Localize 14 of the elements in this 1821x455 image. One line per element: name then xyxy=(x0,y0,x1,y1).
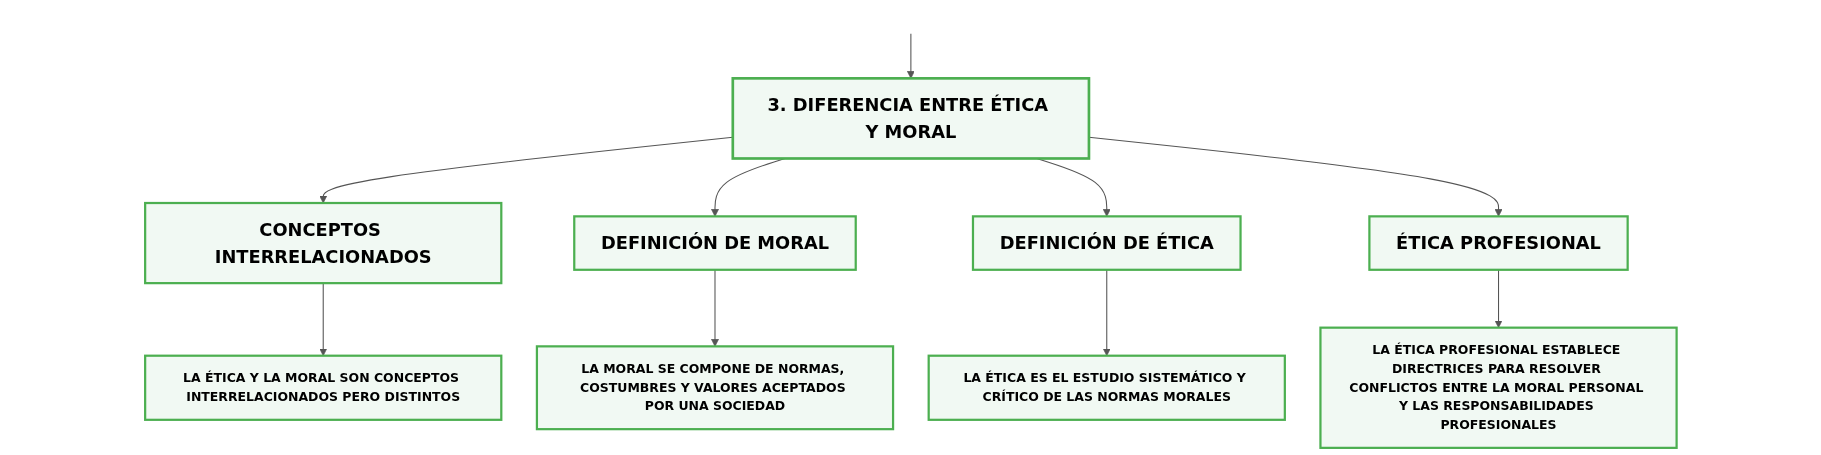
node-box: LA ÉTICA Y LA MORAL SON CONCEPTOS INTERRELACIONADOS PERO DISTINTOS xyxy=(143,354,503,421)
arrow xyxy=(318,136,733,204)
arrow xyxy=(1088,136,1503,217)
node-box: LA MORAL SE COMPONE DE NORMAS, COSTUMBRES Y VALORES ACEPTADOS POR UNA SOCIEDAD xyxy=(535,345,894,431)
node-box: 3. DIFERENCIA ENTRE ÉTICA Y MORAL xyxy=(731,77,1090,160)
arrow xyxy=(710,269,719,347)
arrow xyxy=(906,33,915,79)
node-box: ÉTICA PROFESIONAL xyxy=(1367,215,1629,271)
arrow xyxy=(1494,269,1503,328)
node-box: LA ÉTICA ES EL ESTUDIO SISTEMÁTICO Y CRÍTICO DE LAS NORMAS MORALES xyxy=(927,354,1286,421)
node-box: LA ÉTICA PROFESIONAL ESTABLECE DIRECTRICES PARA RESOLVER CONFLICTOS ENTRE LA MORAL PERSONAL Y LAS RESPONSABILIDADES PROFESIONALES xyxy=(1318,326,1678,449)
node-box: DEFINICIÓN DE ÉTICA xyxy=(971,215,1242,271)
node-box: CONCEPTOS INTERRELACIONADOS xyxy=(143,201,503,285)
node-box: DEFINICIÓN DE MORAL xyxy=(572,215,857,271)
